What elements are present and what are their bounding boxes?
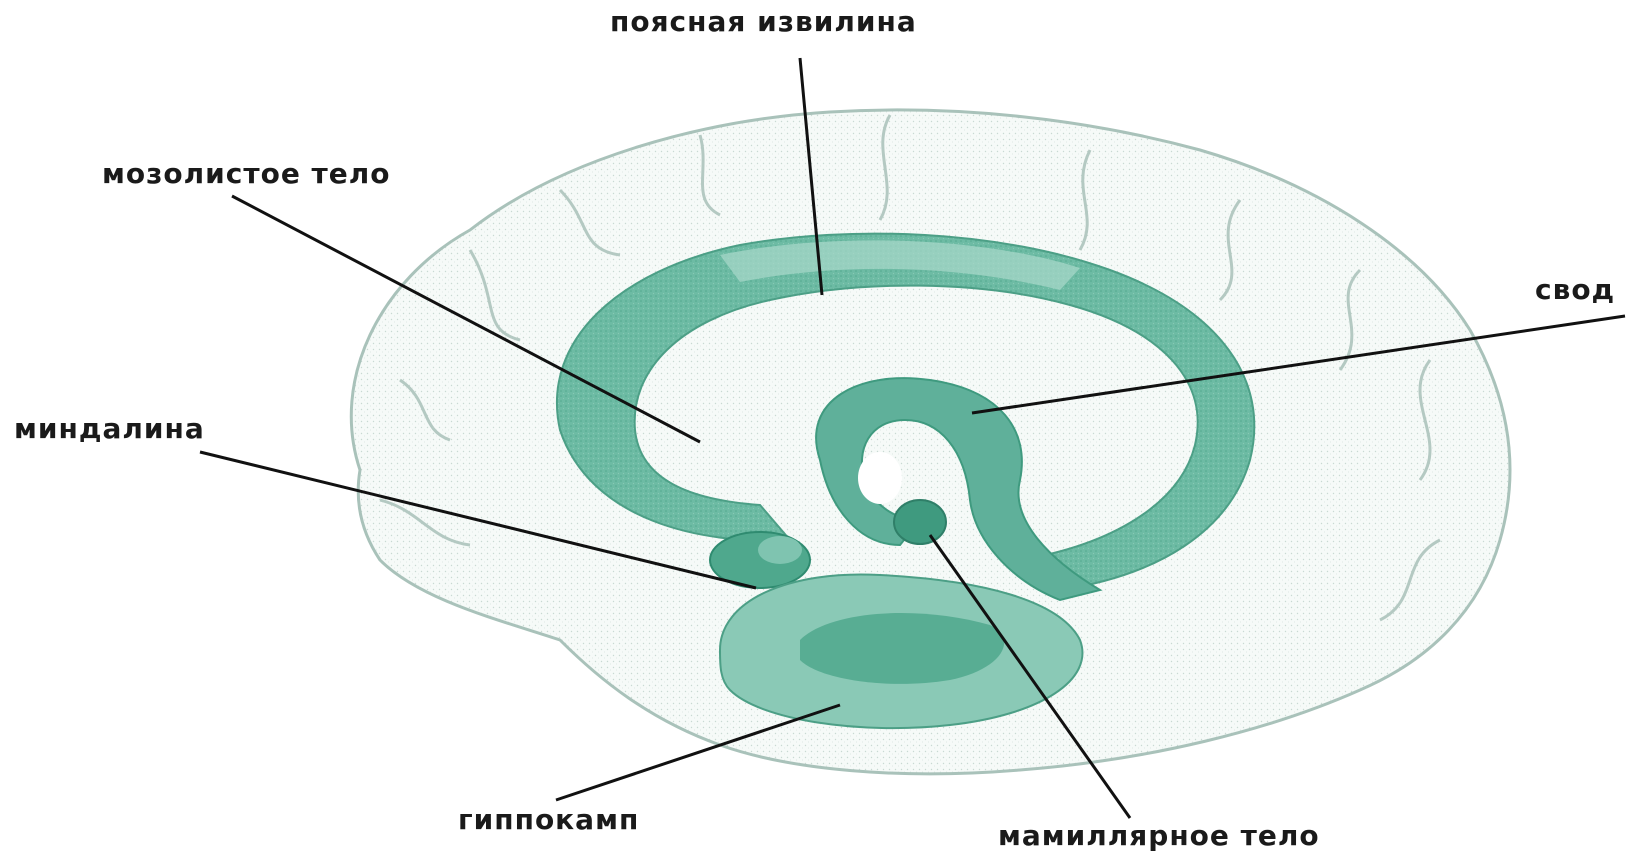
label-mamillary-body: мамиллярное тело <box>998 822 1320 850</box>
label-amygdala: миндалина <box>14 415 205 443</box>
fornix-opening <box>858 452 902 504</box>
label-fornix: свод <box>1535 276 1615 304</box>
mamillary-body <box>894 500 946 544</box>
label-cingulate-gyrus: поясная извилина <box>610 8 917 36</box>
label-corpus-callosum: мозолистое тело <box>102 160 391 188</box>
label-hippocampus: гиппокамп <box>458 806 639 834</box>
amygdala-highlight <box>758 536 802 564</box>
